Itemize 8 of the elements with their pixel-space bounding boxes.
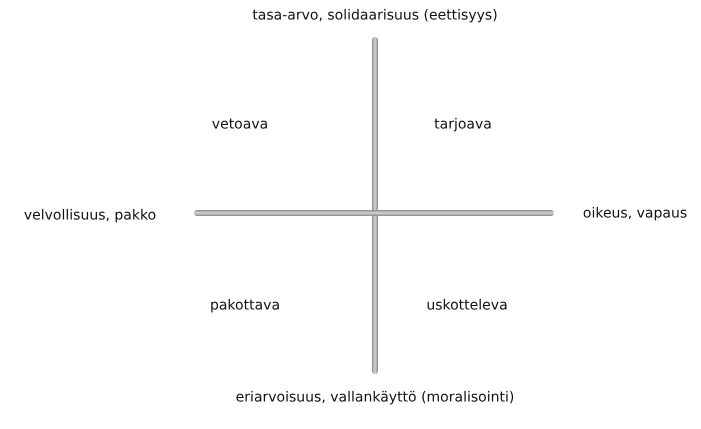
axis-label: eriarvoisuus, vallankäyttö (moralisointi) (236, 388, 514, 408)
axis-label: oikeus, vapaus (582, 204, 688, 224)
axis-label: pakottava (210, 296, 280, 316)
axis-label: tasa-arvo, solidaarisuus (eettisyys) (252, 6, 498, 26)
axis-label: uskotteleva (426, 296, 508, 316)
axis-label: tarjoava (434, 116, 492, 134)
axis-label: velvollisuus, pakko (24, 206, 156, 226)
axis-label: vetoava (212, 116, 268, 134)
